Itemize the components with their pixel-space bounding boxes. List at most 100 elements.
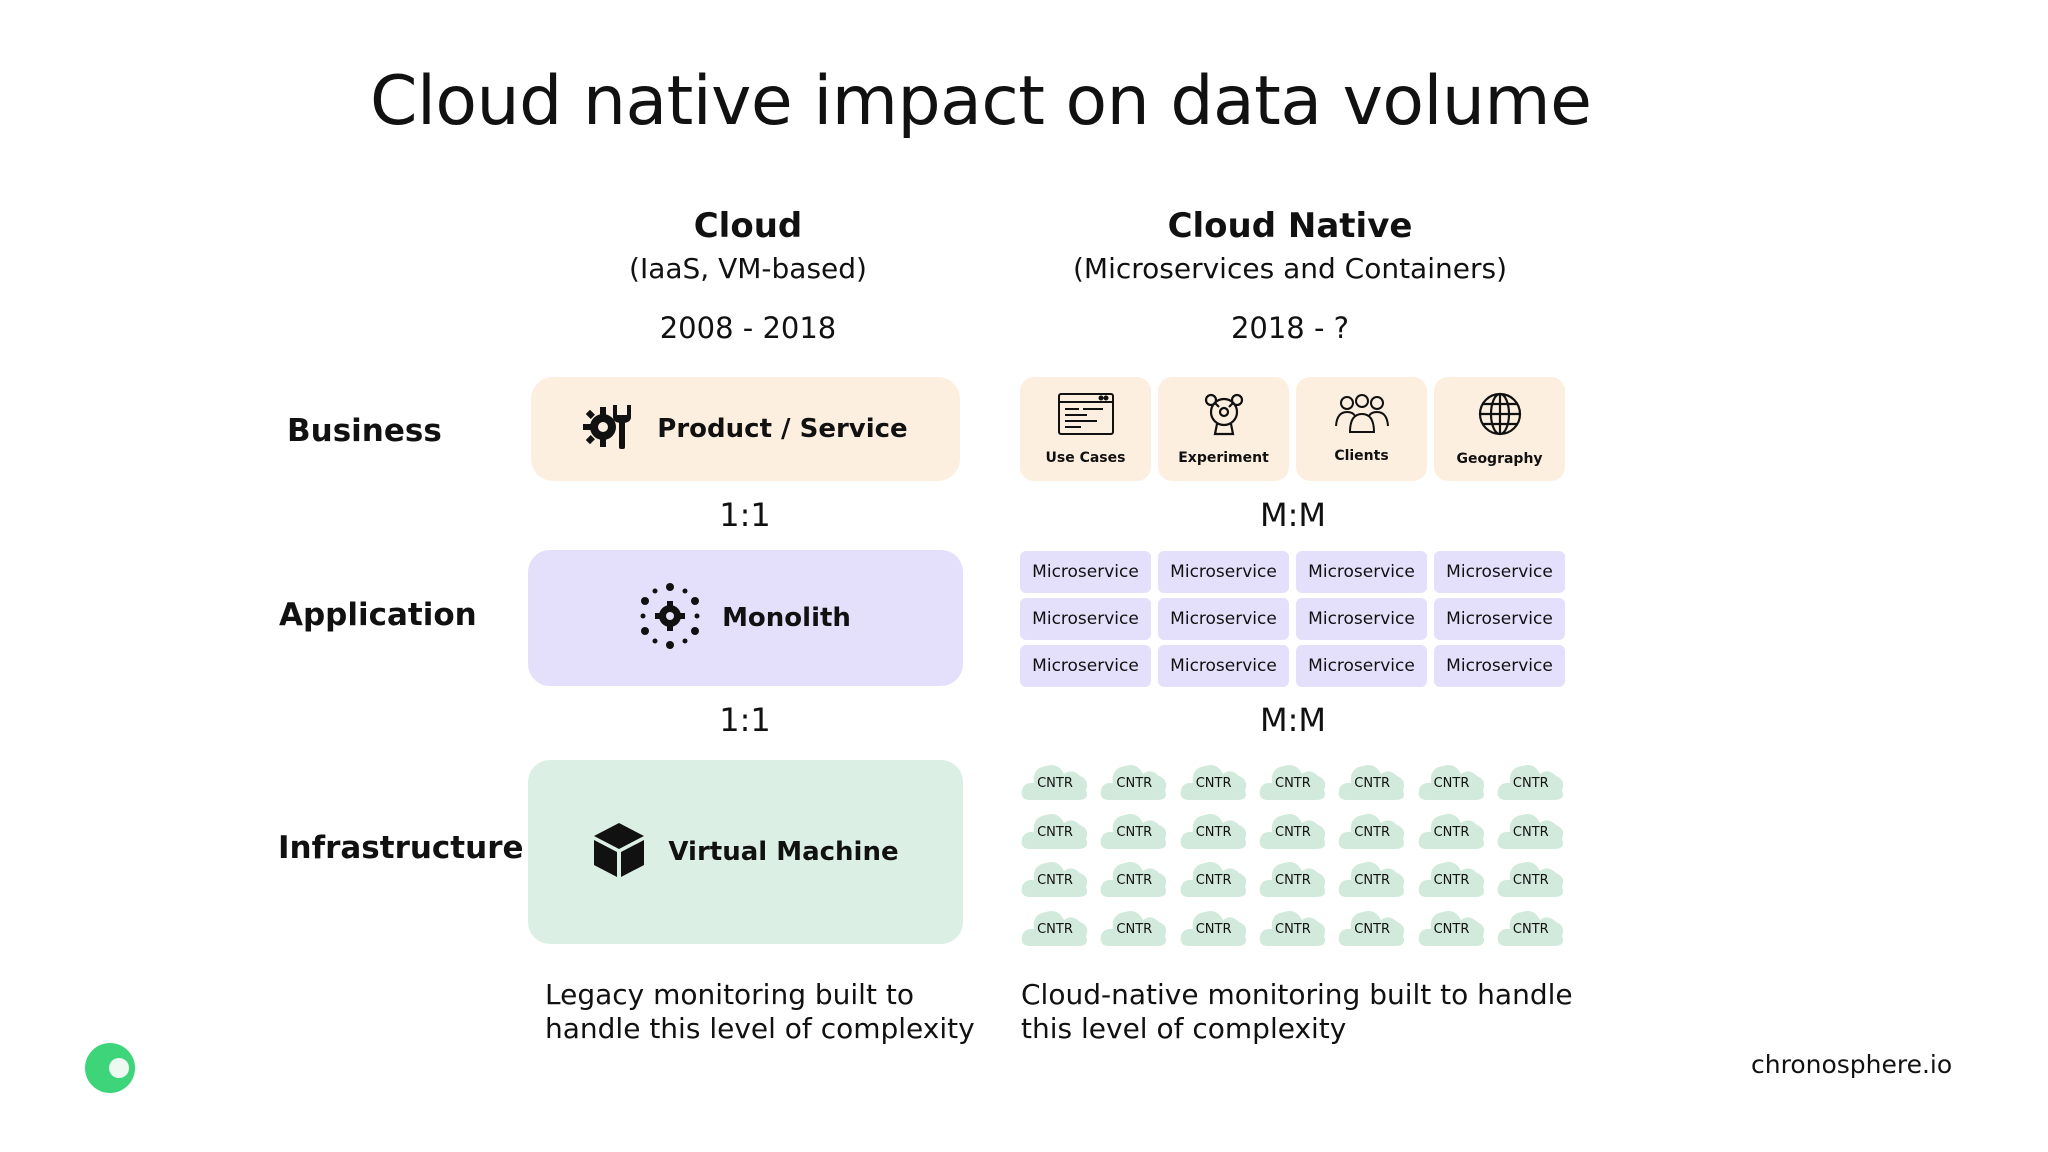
- browser-window-icon: [1057, 392, 1115, 440]
- container-cloud: CNTR: [1496, 904, 1566, 948]
- globe-icon: [1477, 391, 1523, 441]
- container-cloud: CNTR: [1179, 758, 1249, 802]
- product-service-box: Product / Service: [531, 377, 960, 481]
- cloud-native-column-header: Cloud Native (Microservices and Containe…: [1040, 206, 1540, 345]
- microservice-chip: Microservice: [1296, 598, 1427, 640]
- cloud-icon: [1338, 910, 1405, 946]
- row-label-business: Business: [287, 413, 442, 449]
- row-label-application: Application: [279, 597, 477, 633]
- cloud-native-years: 2018 - ?: [1230, 311, 1350, 345]
- cloud-icon: [1021, 813, 1088, 849]
- cloud-icon: [1497, 910, 1563, 946]
- cloud-icon: [1259, 910, 1326, 946]
- geography-label: Geography: [1456, 451, 1543, 467]
- container-cloud: CNTR: [1020, 904, 1090, 948]
- cloud-native-heading: Cloud Native: [1167, 206, 1413, 246]
- container-label: CNTR: [1275, 873, 1311, 888]
- microservice-chip: Microservice: [1158, 551, 1289, 593]
- container-label: CNTR: [1195, 776, 1232, 791]
- row-label-infrastructure: Infrastructure: [278, 830, 524, 866]
- cloud-heading: Cloud: [693, 206, 803, 246]
- virtual-machine-label: Virtual Machine: [668, 837, 899, 867]
- container-label: CNTR: [1354, 824, 1391, 840]
- container-label: CNTR: [1354, 921, 1391, 937]
- flask-molecule-icon: [1201, 392, 1247, 440]
- cloud-icon: [1418, 813, 1484, 849]
- clients-tile: Clients: [1296, 377, 1427, 481]
- container-label: CNTR: [1433, 824, 1470, 840]
- cloud-icon: [1100, 910, 1167, 946]
- cloud-icon: [1100, 813, 1167, 849]
- container-label: CNTR: [1275, 921, 1311, 937]
- cloud-icon: [1497, 813, 1563, 849]
- chronosphere-logo-icon: [84, 1042, 136, 1098]
- website-link[interactable]: chronosphere.io: [1751, 1050, 1953, 1079]
- cloud-icon: [1418, 910, 1484, 946]
- container-cloud: CNTR: [1020, 758, 1090, 802]
- virtual-machine-box: Virtual Machine: [528, 760, 963, 944]
- container-cloud: CNTR: [1496, 758, 1566, 802]
- cloud-icon: [1338, 765, 1405, 800]
- cloud-icon: [1021, 862, 1088, 897]
- container-label: CNTR: [1037, 776, 1073, 791]
- cloud-caption: Legacy monitoring built to handle this l…: [545, 978, 975, 1046]
- monolith-label: Monolith: [722, 603, 851, 633]
- container-cloud: CNTR: [1179, 904, 1249, 948]
- cloud-column-header: Cloud (IaaS, VM-based) 2008 - 2018: [548, 206, 948, 345]
- container-label: CNTR: [1195, 824, 1232, 840]
- cloud-caption-line-1: Legacy monitoring built to: [545, 978, 914, 1011]
- cloud-icon: [1418, 765, 1484, 800]
- container-label: CNTR: [1354, 873, 1391, 888]
- use-cases-tile: Use Cases: [1020, 377, 1151, 481]
- use-cases-label: Use Cases: [1045, 450, 1126, 466]
- container-label: CNTR: [1433, 873, 1470, 888]
- cloud-icon: [1259, 862, 1326, 897]
- cloud-native-subheading: (Microservices and Containers): [1073, 252, 1507, 285]
- container-cloud: CNTR: [1258, 758, 1328, 802]
- container-label: CNTR: [1037, 921, 1073, 937]
- microservice-chip: Microservice: [1296, 551, 1427, 593]
- container-cloud: CNTR: [1337, 855, 1407, 899]
- cloud-icon: [1338, 862, 1405, 897]
- cloud-icon: [1418, 862, 1484, 897]
- cloud-ratio-business-application: 1:1: [719, 496, 771, 534]
- cloud-icon: [1259, 765, 1326, 800]
- cloud-years: 2008 - 2018: [659, 311, 837, 345]
- container-cloud: CNTR: [1496, 807, 1566, 851]
- clients-label: Clients: [1334, 448, 1389, 464]
- cloud-icon: [1021, 910, 1088, 946]
- container-cloud: CNTR: [1099, 855, 1169, 899]
- cloud-native-caption: Cloud-native monitoring built to handle …: [1021, 978, 1573, 1046]
- cloud-icon: [1100, 862, 1167, 897]
- cloud-caption-line-2: handle this level of complexity: [545, 1012, 975, 1045]
- container-label: CNTR: [1195, 921, 1232, 937]
- experiment-label: Experiment: [1178, 450, 1269, 466]
- cloud-native-ratio-application-infrastructure: M:M: [1260, 701, 1326, 739]
- microservice-chip: Microservice: [1158, 598, 1289, 640]
- container-label: CNTR: [1354, 776, 1391, 791]
- container-label: CNTR: [1512, 921, 1549, 937]
- container-cloud: CNTR: [1020, 807, 1090, 851]
- container-cloud: CNTR: [1337, 758, 1407, 802]
- container-cloud: CNTR: [1258, 904, 1328, 948]
- container-label: CNTR: [1275, 776, 1311, 791]
- container-label: CNTR: [1116, 921, 1153, 937]
- hub-gear-icon: [640, 583, 700, 653]
- cloud-icon: [1180, 862, 1246, 897]
- microservice-chip: Microservice: [1296, 645, 1427, 687]
- microservice-chip: Microservice: [1434, 645, 1565, 687]
- cloud-native-ratio-business-application: M:M: [1260, 496, 1326, 534]
- container-label: CNTR: [1275, 824, 1311, 840]
- cloud-icon: [1338, 813, 1405, 849]
- experiment-tile: Experiment: [1158, 377, 1289, 481]
- container-label: CNTR: [1512, 824, 1549, 840]
- container-cloud: CNTR: [1417, 807, 1487, 851]
- cloud-ratio-application-infrastructure: 1:1: [719, 701, 771, 739]
- container-cloud: CNTR: [1496, 855, 1566, 899]
- container-cloud: CNTR: [1258, 855, 1328, 899]
- container-label: CNTR: [1433, 776, 1470, 791]
- container-cloud: CNTR: [1020, 855, 1090, 899]
- container-cloud: CNTR: [1337, 807, 1407, 851]
- microservice-chip: Microservice: [1020, 598, 1151, 640]
- product-service-label: Product / Service: [657, 414, 908, 444]
